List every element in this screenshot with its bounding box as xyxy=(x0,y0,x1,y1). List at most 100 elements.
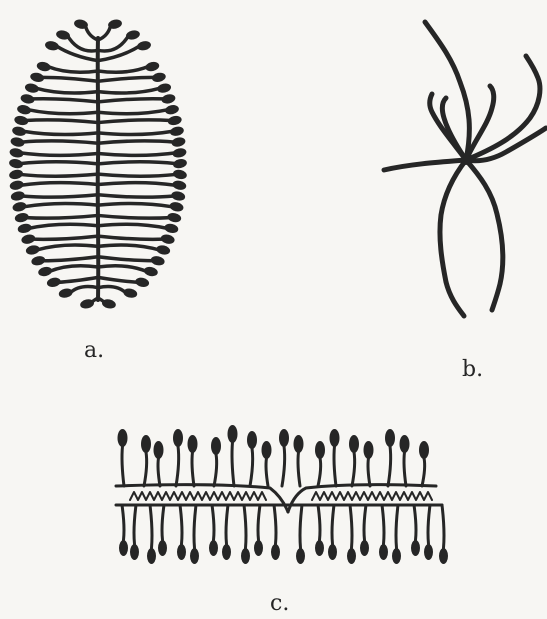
panel-c-lower-projection-head xyxy=(177,544,186,560)
panel-c-lower-projection xyxy=(194,505,196,548)
panel-a-branch xyxy=(21,183,98,186)
panel-c-upper-projection-head xyxy=(247,431,257,449)
panel-c-lower-projection xyxy=(350,505,352,548)
panel-a-branch-tip xyxy=(172,179,188,191)
panel-a-branch-tip xyxy=(16,104,32,116)
panel-c-upper-projection-head xyxy=(118,429,128,447)
panel-c-upper-projection-head xyxy=(279,429,289,447)
panel-c-lower-projection xyxy=(162,505,164,540)
panel-c-lower-projection xyxy=(396,505,398,548)
panel-c-lower-projection-head xyxy=(328,544,337,560)
panel-c-lower-projection-head xyxy=(411,540,420,556)
panel-a-branch-tip xyxy=(20,93,36,105)
panel-a-branch-tip xyxy=(161,93,177,105)
panel-c-upper-projection xyxy=(158,458,160,486)
panel-a-branch-tip xyxy=(10,136,26,148)
panel-a-branch xyxy=(98,257,154,261)
panel-a-branch xyxy=(98,183,175,186)
panel-c-lower-projection xyxy=(300,505,302,548)
panel-c-lower-projection xyxy=(382,505,384,544)
panel-a-branch-tip xyxy=(155,244,171,256)
panel-a-branch-tip xyxy=(171,136,187,148)
panel-c-upper-projection-head xyxy=(385,429,395,447)
panel-c-upper-projection xyxy=(352,452,355,486)
panel-a-label: a. xyxy=(84,338,104,363)
panel-a-branch xyxy=(20,174,98,176)
panel-c-upper-projection-head xyxy=(188,435,198,453)
panel-c-upper-projection-head xyxy=(315,441,325,459)
panel-c-lower-projection xyxy=(180,505,182,544)
panel-a-branch xyxy=(98,131,173,134)
panel-a-branch xyxy=(98,277,138,282)
panel-a-branch xyxy=(32,236,98,239)
panel-c-lower-projection xyxy=(318,505,320,540)
panel-a-branch-tip xyxy=(166,212,182,224)
panel-a-branch xyxy=(70,286,98,293)
panel-c-upper-projection-head xyxy=(419,441,429,459)
panel-a-branch xyxy=(20,162,98,164)
panel-c-lower-projection xyxy=(364,505,366,540)
panel-c-lower-projection-head xyxy=(119,540,128,556)
panel-c-zigzag xyxy=(312,492,432,500)
panel-a-branch-tip xyxy=(24,82,40,94)
panel-c-lower-projection xyxy=(122,505,124,540)
panel-c-lower-projection-head xyxy=(271,544,280,560)
panel-c-upper-projection xyxy=(422,458,425,486)
panel-c-lower-projection-head xyxy=(439,548,448,564)
panel-c-lower-projection xyxy=(414,505,416,540)
panel-a-branch xyxy=(98,88,160,93)
panel-a-branch-tip xyxy=(143,266,159,278)
panel-a-branch-tip xyxy=(46,276,62,288)
panel-c-lower-projection xyxy=(442,505,444,548)
panel-a-branch xyxy=(48,67,98,73)
panel-a-branch xyxy=(37,245,98,250)
panel-a-branch xyxy=(98,215,170,218)
panel-a-branch-tip xyxy=(134,276,150,288)
panel-a-branch xyxy=(98,224,167,228)
panel-c-upper-projection xyxy=(214,454,217,486)
panel-a-branch-tip xyxy=(170,190,186,202)
panel-b-drawing xyxy=(384,22,546,316)
panel-a-branch xyxy=(98,153,175,156)
panel-a-branch xyxy=(42,257,98,261)
panel-c-upper-projection xyxy=(368,458,370,486)
panel-a-branch xyxy=(58,277,98,282)
panel-c-lower-projection xyxy=(274,505,276,544)
panel-a-branch-tip xyxy=(151,71,167,83)
panel-c-upper-projection xyxy=(282,446,285,486)
panel-a-branch-tip xyxy=(44,40,60,52)
panel-a-branch-tip xyxy=(37,266,53,278)
panel-a-branch xyxy=(22,195,98,197)
panel-a-branch xyxy=(41,77,98,81)
panel-a-branch-tip xyxy=(172,169,188,181)
panel-a-branch xyxy=(36,88,98,93)
panel-b-node xyxy=(461,155,471,165)
panel-a-branch-tip xyxy=(8,169,24,181)
panel-c-upper-projection xyxy=(334,446,336,486)
panel-c-lower-projection-head xyxy=(392,548,401,564)
panel-a-branch xyxy=(26,215,98,218)
panel-c-drawing xyxy=(116,425,448,564)
panel-a-branch-tip xyxy=(160,233,176,245)
panel-c-lower-projection xyxy=(428,505,430,544)
panel-c-lower-projection-head xyxy=(254,540,263,556)
panel-c-upper-projection xyxy=(250,448,253,486)
panel-c-upper-projection xyxy=(144,452,147,486)
panel-c-lower-projection-head xyxy=(424,544,433,560)
panel-c-lower-projection-head xyxy=(296,548,305,564)
panel-c-upper-projection xyxy=(318,458,321,486)
panel-a-branch xyxy=(98,195,174,197)
panel-a-branch-tip xyxy=(164,223,180,235)
panel-c-zigzag xyxy=(130,492,266,500)
panel-a-branch xyxy=(98,162,176,164)
panel-a-branch-tip xyxy=(14,212,30,224)
panel-a-branch-tip xyxy=(31,255,47,267)
panel-c-upper-projection xyxy=(192,452,194,486)
panel-a-branch-tip xyxy=(10,190,26,202)
panel-c-upper-projection-head xyxy=(330,429,340,447)
panel-c-upper-projection-head xyxy=(173,429,183,447)
panel-a-central-axis xyxy=(98,38,99,300)
panel-a-branch-tip xyxy=(17,223,33,235)
panel-c-upper-projection xyxy=(388,446,391,486)
